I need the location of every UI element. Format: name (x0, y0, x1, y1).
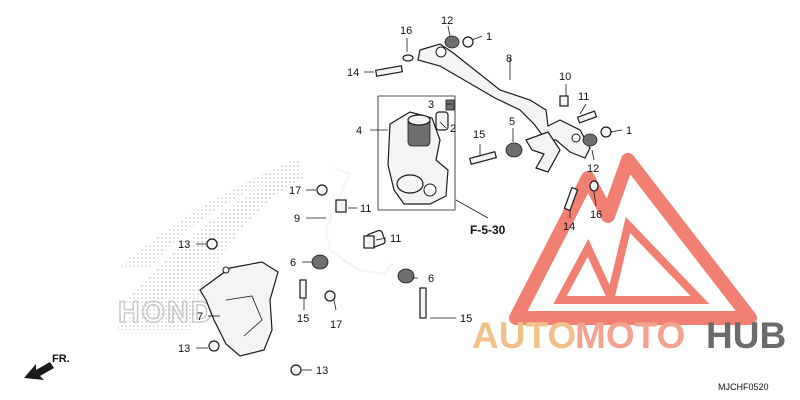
watermark-auto: AUTO (472, 315, 576, 356)
watermark-logo-icon (509, 153, 757, 325)
callout-17: 17 (330, 319, 342, 331)
heat-guard-cover (199, 261, 279, 357)
callout-11: 11 (578, 91, 589, 103)
lower-stay-bracket (324, 167, 393, 276)
callout-17: 17 (289, 185, 301, 197)
callout-13: 13 (178, 343, 190, 355)
watermark-hub: HUB (706, 315, 786, 356)
callout-8: 8 (506, 53, 512, 65)
callout-15: 15 (460, 313, 472, 325)
callout-5: 5 (509, 116, 515, 128)
callout-16: 16 (590, 209, 602, 221)
callout-15: 15 (473, 129, 485, 141)
callout-13: 13 (178, 239, 190, 251)
drawing-code: MJCHF0520 (718, 382, 769, 392)
section-reference: F-5-30 (470, 223, 506, 237)
callout-6: 6 (290, 257, 296, 269)
callout-10: 10 (559, 71, 571, 83)
callout-1: 1 (626, 125, 632, 137)
callout-6: 6 (428, 273, 434, 285)
callout-14: 14 (563, 221, 575, 233)
watermark-text: AUTO MOTO HUB (472, 315, 786, 356)
callout-9: 9 (294, 213, 300, 225)
callout-14: 14 (347, 67, 359, 79)
callout-13: 13 (316, 365, 328, 377)
callout-1: 1 (486, 31, 492, 43)
callout-numbers: 1 1 2 3 4 5 6 6 7 8 9 10 11 11 11 12 12 … (178, 15, 632, 377)
callout-7: 7 (197, 311, 203, 323)
leader-lines (196, 25, 623, 371)
callout-11: 11 (360, 203, 371, 215)
callout-16: 16 (400, 25, 412, 37)
callout-12: 12 (441, 15, 453, 27)
watermark-moto: MOTO (575, 315, 685, 356)
callout-15: 15 (297, 313, 309, 325)
callout-3: 3 (428, 99, 434, 111)
callout-12: 12 (587, 163, 599, 175)
grommet-parts (311, 35, 598, 284)
callout-2: 2 (450, 123, 456, 135)
callout-4: 4 (356, 125, 362, 137)
upper-stay-bracket (417, 43, 591, 173)
front-direction-arrow-icon: FR. (24, 353, 70, 380)
direction-label: FR. (52, 353, 70, 365)
bolt-parts (206, 36, 612, 376)
control-valve-assembly (377, 95, 456, 211)
callout-11: 11 (390, 233, 401, 245)
